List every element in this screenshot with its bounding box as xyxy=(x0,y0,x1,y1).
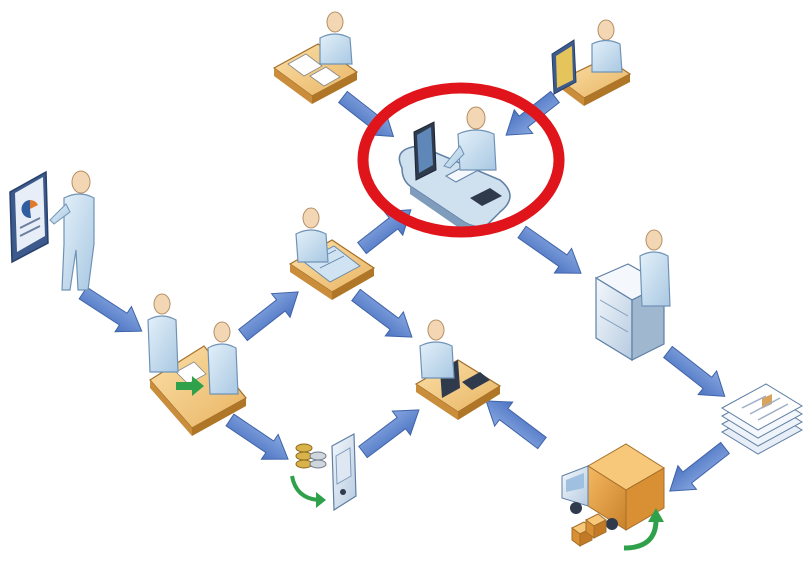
arrow-planning-to-computer-desk xyxy=(351,288,413,338)
person-at-desk-with-computer-icon xyxy=(414,319,502,420)
person-at-desk-with-papers-icon xyxy=(272,11,359,104)
person-at-computer-workstation-icon xyxy=(398,106,511,235)
arrow-meeting-to-planning xyxy=(237,291,299,342)
arrow-presenter-to-meeting xyxy=(78,286,143,333)
presenter-with-chart-board-icon xyxy=(9,170,95,291)
arrow-printer-to-documents xyxy=(662,345,726,397)
arrow-truck-to-computer-desk xyxy=(485,400,547,450)
highlight-ring xyxy=(357,82,565,238)
delivery-truck-with-boxes-icon xyxy=(561,443,665,551)
two-people-meeting-at-desk-icon xyxy=(147,293,247,436)
arrow-documents-to-truck xyxy=(669,441,731,492)
arrow-meeting-to-payment xyxy=(225,413,289,460)
person-at-blueprint-desk-icon xyxy=(288,207,376,300)
coins-and-payment-terminal-icon xyxy=(290,433,357,512)
person-at-large-printer-icon xyxy=(594,229,671,362)
stack-of-documents-icon xyxy=(721,383,803,455)
person-at-desk-with-monitor-icon xyxy=(551,19,632,106)
arrow-payment-to-computer-desk xyxy=(358,409,420,459)
arrow-workstation-to-printer xyxy=(517,225,582,274)
